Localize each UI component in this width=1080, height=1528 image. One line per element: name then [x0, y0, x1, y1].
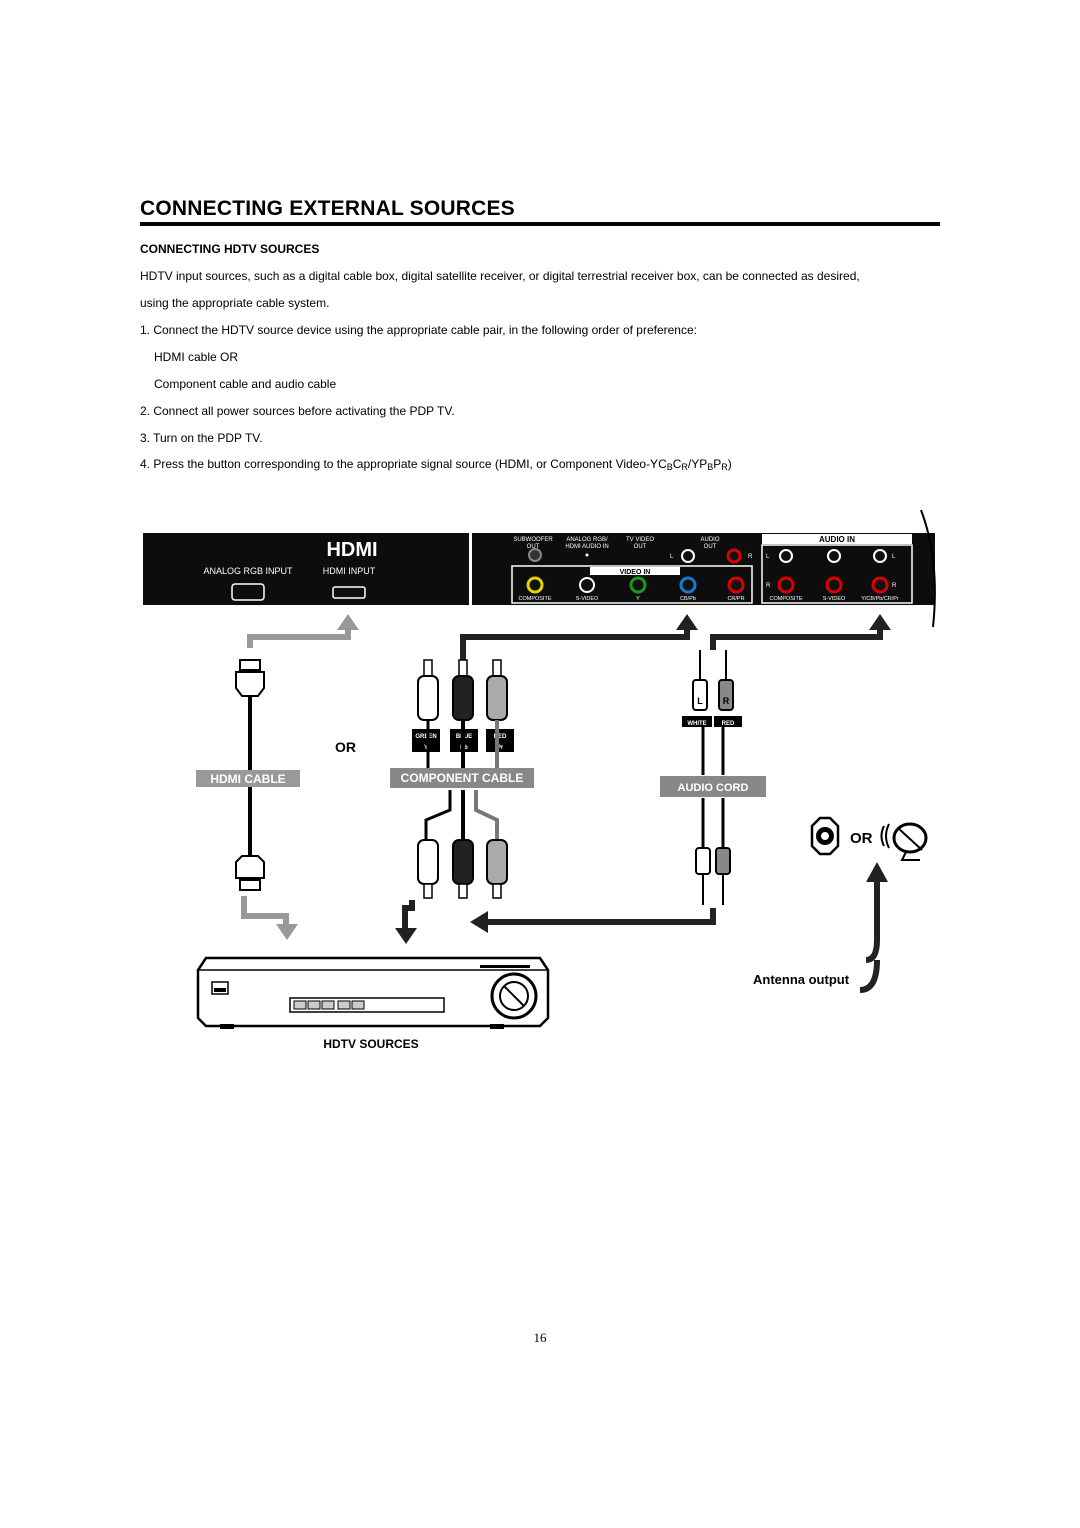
section-heading: CONNECTING HDTV SOURCES — [140, 242, 320, 256]
audio-in-r-label: R — [766, 583, 771, 589]
page-number: 16 — [533, 1330, 547, 1345]
plug-green-label: GREEN — [415, 734, 436, 740]
intro-text: HDTV input sources, such as a digital ca… — [140, 269, 860, 283]
cr-pr-label: CR/PR — [727, 596, 744, 602]
hdmi-logo: HDMI — [326, 539, 377, 561]
page-title: CONNECTING EXTERNAL SOURCES — [140, 196, 940, 226]
rca-jacks — [526, 548, 889, 594]
audio-r-label: R — [723, 696, 730, 706]
component-cable: GREEN BLUE RED Y Pb Pr COMPONENT CABLE — [390, 659, 534, 899]
audio-red-label: RED — [722, 721, 735, 727]
hdtv-sources-label: HDTV SOURCES — [323, 1037, 418, 1051]
audio-out-r-label: R — [748, 554, 753, 560]
y-label: Y — [636, 596, 640, 602]
arrows-down — [241, 862, 888, 993]
hdmi-cable-label: HDMI CABLE — [210, 772, 285, 786]
hdmi-cable: HDMI CABLE — [196, 659, 300, 891]
antenna-output-label: Antenna output — [753, 972, 850, 987]
y-pb-pr-label: Y/CB/Pb/CR/Pr — [861, 596, 899, 602]
subwoofer-label: SUBWOOFER — [513, 537, 553, 543]
plug-red-label: RED — [494, 734, 507, 740]
or-label: OR — [335, 739, 356, 755]
subwoofer-out-label: OUT — [527, 544, 540, 550]
audio-in-label: AUDIO IN — [819, 535, 855, 544]
s-video2-label: S-VIDEO — [823, 596, 846, 602]
tv-panel-right: SUBWOOFER OUT ANALOG RGB/ HDMI AUDIO IN … — [472, 509, 936, 628]
intro-text-cont: using the appropriate cable system. — [140, 296, 330, 310]
hdmi-port-icon — [332, 586, 366, 599]
analog-rgb-input-label: ANALOG RGB INPUT — [203, 566, 293, 576]
s-video-label: S-VIDEO — [576, 596, 599, 602]
audio-out-l-label: L — [670, 554, 674, 560]
audio-cord: L R WHITE RED AUDIO CORD — [660, 650, 766, 905]
vga-port-icon — [231, 583, 265, 601]
audio-label: AUDIO — [700, 537, 719, 543]
antenna-connector-icon — [810, 816, 840, 856]
satellite-dish-icon — [880, 822, 928, 861]
audio-in-l2-label: L — [892, 554, 896, 560]
composite2-label: COMPOSITE — [769, 596, 802, 602]
audio-cord-label: AUDIO CORD — [678, 782, 749, 794]
step-1-option-component: Component cable and audio cable — [154, 377, 337, 391]
antenna-or-label: OR — [850, 830, 873, 847]
hdmi-audio-in-label: HDMI AUDIO IN — [565, 544, 608, 550]
component-cable-label: COMPONENT CABLE — [401, 771, 524, 785]
step-1: 1. Connect the HDTV source device using … — [140, 323, 697, 337]
hdtv-source-device — [196, 956, 550, 1029]
hdmi-input-label: HDMI INPUT — [323, 566, 376, 576]
audio-in-l-label: L — [766, 554, 770, 560]
arrows-up — [247, 614, 891, 660]
step-4: 4. Press the button corresponding to the… — [140, 457, 732, 472]
audio-out-label: OUT — [704, 544, 717, 550]
audio-in-r2-label: R — [892, 583, 897, 589]
video-in-label: VIDEO IN — [620, 569, 651, 576]
step-1-option-hdmi: HDMI cable OR — [154, 350, 239, 364]
audio-l-label: L — [697, 696, 703, 706]
audio-white-label: WHITE — [687, 721, 706, 727]
cb-pb-label: CB/Pb — [680, 596, 696, 602]
tv-panel-left: HDMI ANALOG RGB INPUT HDMI INPUT — [143, 533, 469, 605]
composite-label: COMPOSITE — [518, 596, 551, 602]
tv-video-label: TV VIDEO — [626, 537, 654, 543]
analog-rgb-audio-label: ANALOG RGB/ — [566, 537, 608, 543]
plug-y-label: Y — [424, 745, 428, 751]
step-3: 3. Turn on the PDP TV. — [140, 431, 263, 445]
step-2: 2. Connect all power sources before acti… — [140, 404, 455, 418]
tv-video-out-label: OUT — [634, 544, 647, 550]
plug-pr-label: Pr — [497, 745, 504, 751]
